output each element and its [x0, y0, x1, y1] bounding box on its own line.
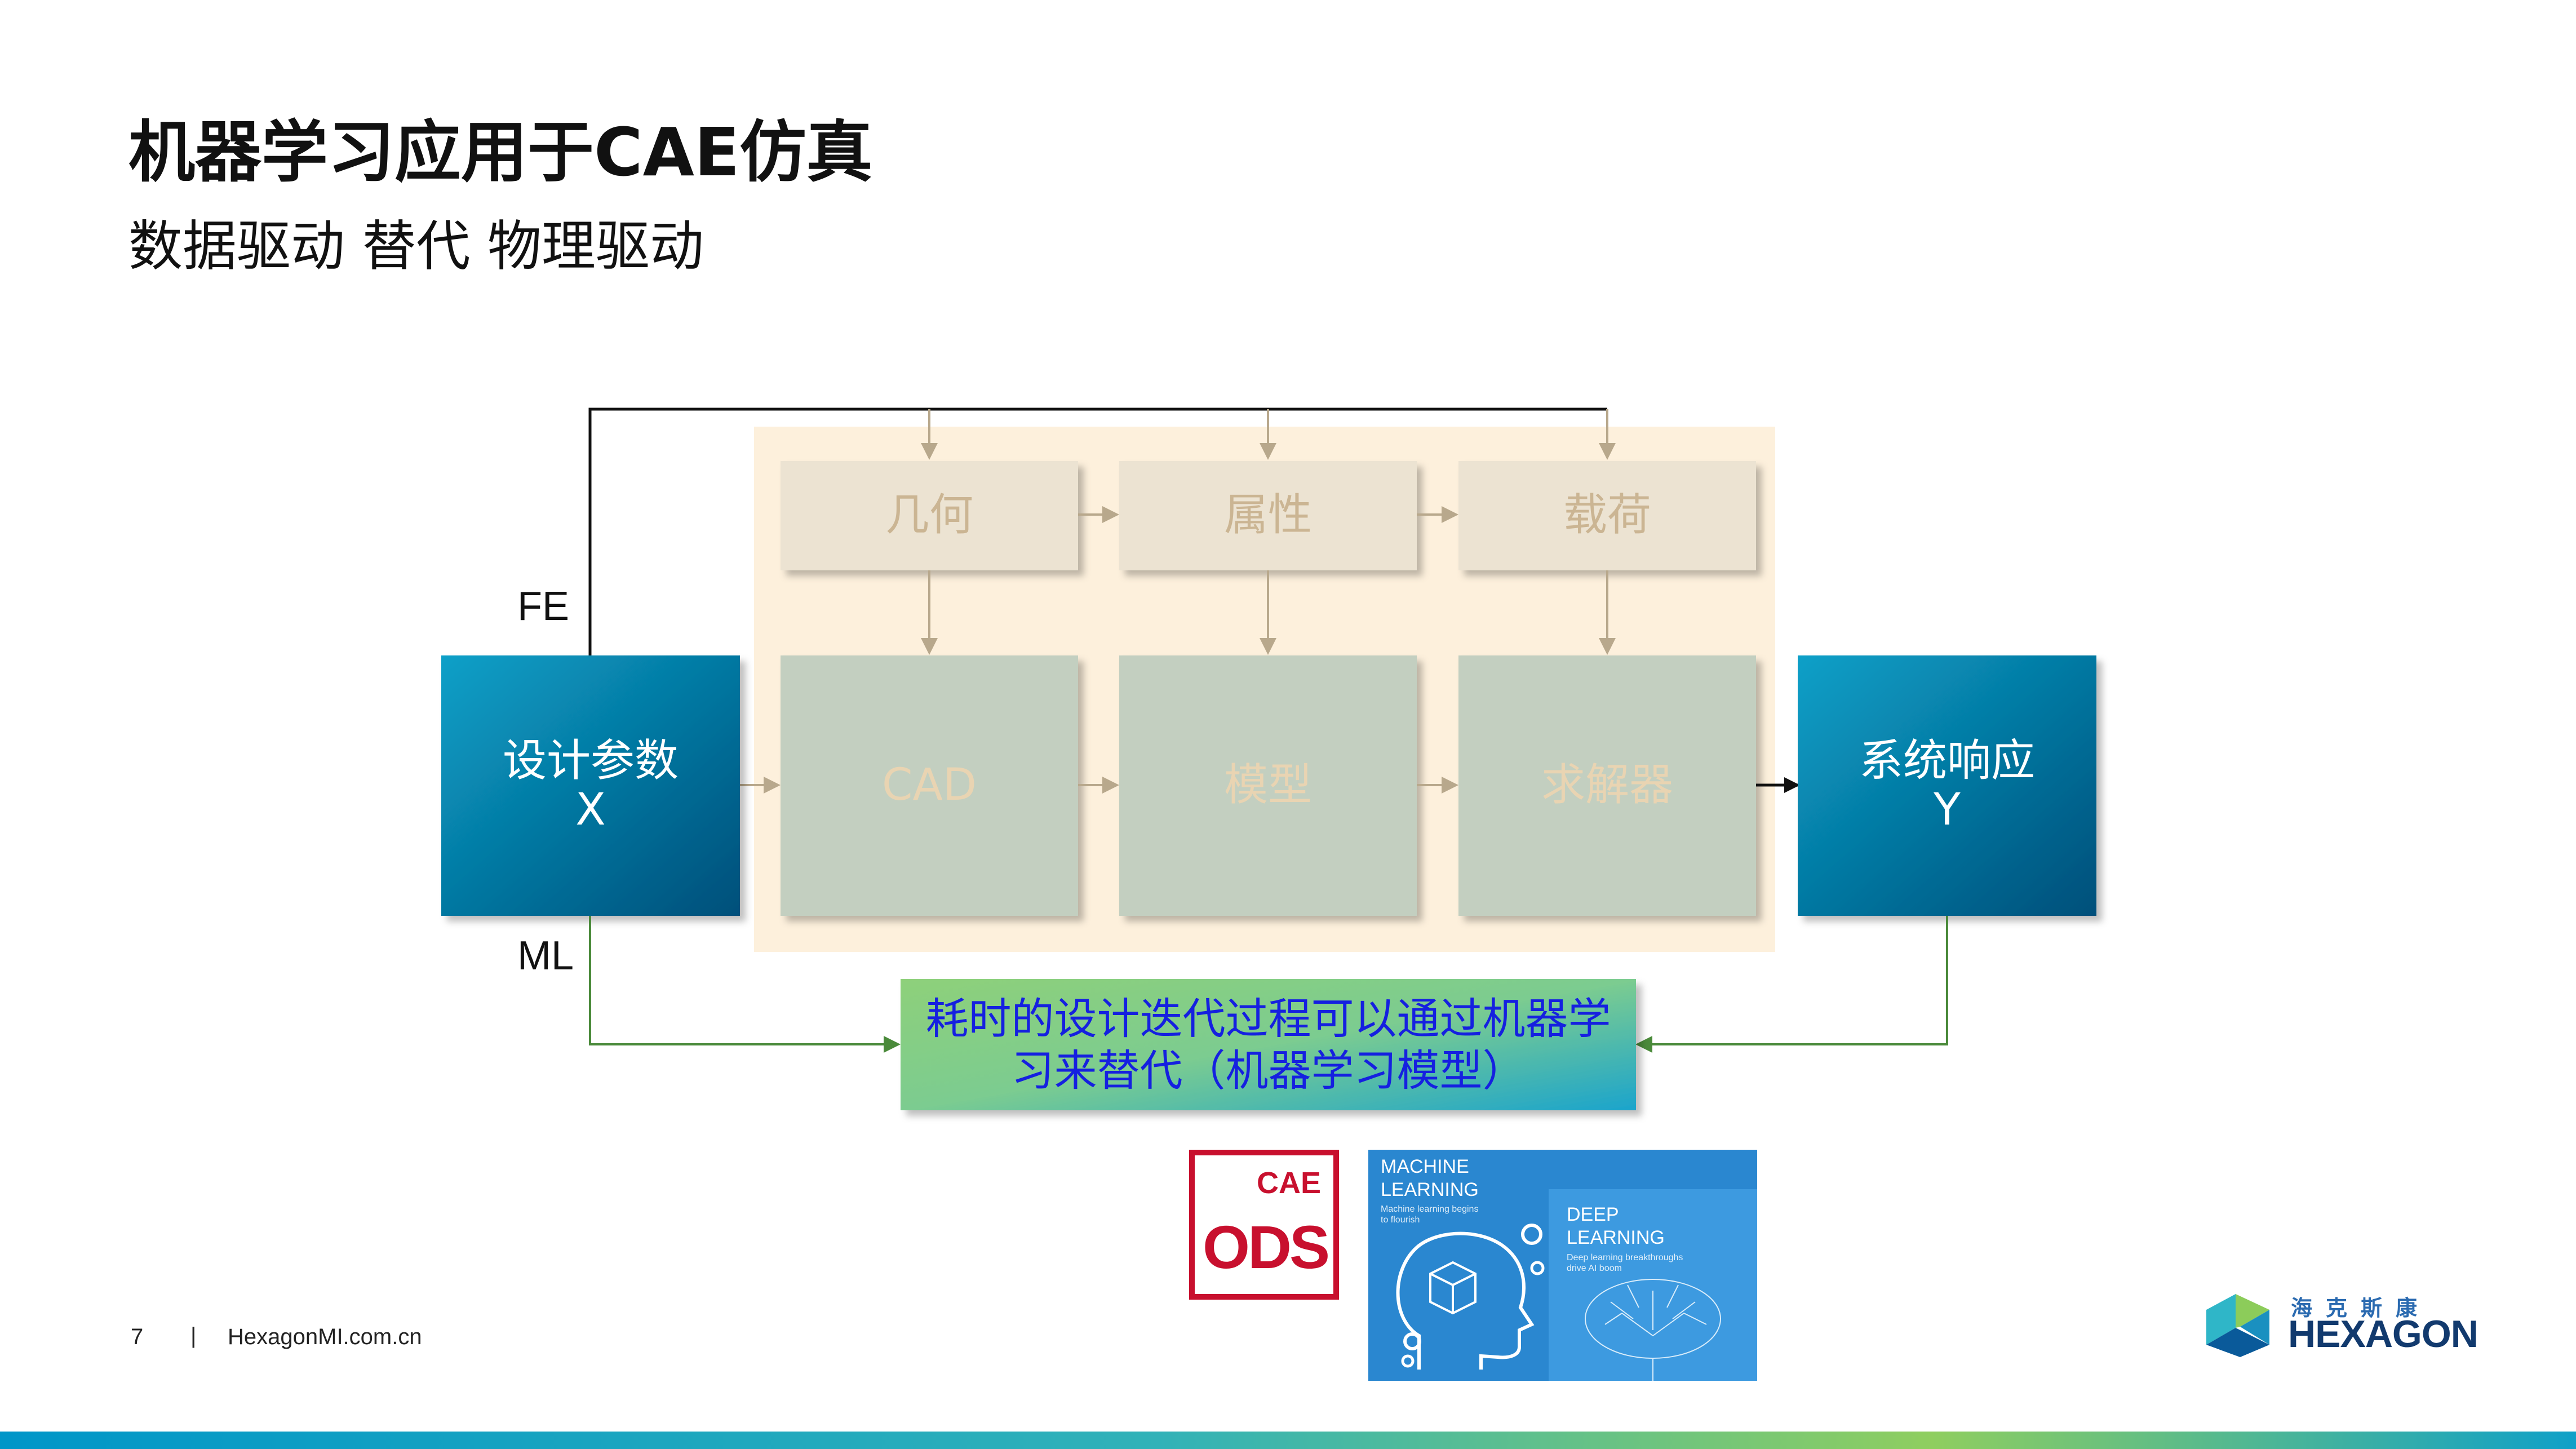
label-model: 模型: [1223, 760, 1312, 811]
fe-label: FE: [517, 584, 570, 629]
dl-title: DEEP LEARNING: [1567, 1203, 1665, 1249]
ml-dl-illustration: MACHINE LEARNING Machine learning begins…: [1368, 1150, 1757, 1381]
hexagon-logo: 海克斯康 HEXAGON: [2206, 1291, 2479, 1358]
slide-title: 机器学习应用于CAE仿真: [128, 113, 873, 191]
label-property: 属性: [1223, 490, 1312, 541]
slide-subtitle: 数据驱动 替代 物理驱动: [128, 215, 704, 278]
dl-subtitle: Deep learning breakthroughs drive AI boo…: [1567, 1252, 1683, 1274]
top-box-geometry: [781, 461, 1078, 570]
top-box-load: [1458, 461, 1756, 570]
ml-label: ML: [517, 933, 574, 978]
ml-path-left: [589, 916, 901, 1053]
dl-title-line1: DEEP: [1567, 1204, 1619, 1225]
input-box: [441, 655, 740, 916]
mid-box-cad: [781, 655, 1078, 916]
label-solver: 求解器: [1541, 760, 1673, 811]
input-label-line2: X: [575, 785, 606, 835]
input-label-line1: 设计参数: [502, 735, 679, 786]
label-geometry: 几何: [885, 490, 973, 541]
cae-ods-logo: CAE ODS: [1189, 1150, 1339, 1300]
label-load: 载荷: [1563, 490, 1651, 541]
ml-sub-line1: Machine learning begins: [1381, 1204, 1479, 1214]
output-label-line2: Y: [1934, 785, 1961, 835]
ml-path-right: [1635, 916, 1948, 1053]
ml-note-box: [901, 979, 1636, 1110]
top-box-property: [1119, 461, 1417, 570]
hexagon-logo-cn: 海克斯康: [2291, 1296, 2431, 1321]
hexagon-logo-mark: [2206, 1294, 2269, 1357]
label-cad: CAD: [882, 760, 977, 811]
output-label-line1: 系统响应: [1859, 735, 2035, 786]
output-box-label: 系统响应 Y: [1798, 655, 2096, 916]
ml-title-line1: MACHINE: [1381, 1156, 1469, 1177]
ml-title-line2: LEARNING: [1381, 1178, 1479, 1200]
ml-note-text: 耗时的设计迭代过程可以通过机器学 习来替代（机器学习模型）: [901, 979, 1636, 1110]
cae-logo-top: CAE: [1256, 1166, 1321, 1200]
page-number: 7: [131, 1324, 144, 1349]
dl-sub-line1: Deep learning breakthroughs: [1567, 1253, 1683, 1262]
dl-panel: [1549, 1189, 1757, 1381]
footer-website[interactable]: HexagonMI.com.cn: [228, 1324, 422, 1349]
bottom-color-bar: [0, 1432, 2576, 1449]
ml-subtitle: Machine learning begins to flourish: [1381, 1204, 1478, 1225]
ml-title: MACHINE LEARNING: [1381, 1155, 1479, 1202]
ml-note-line1: 耗时的设计迭代过程可以通过机器学: [925, 994, 1611, 1044]
hexagon-logo-en: HEXAGON: [2288, 1313, 2479, 1355]
mid-box-model: [1119, 655, 1417, 916]
mid-box-solver: [1458, 655, 1756, 916]
cae-logo-main: ODS: [1203, 1213, 1330, 1281]
ml-sub-line2: to flourish: [1381, 1215, 1420, 1225]
input-box-label: 设计参数 X: [441, 655, 740, 916]
head-brain-drawing: [1396, 1224, 1721, 1381]
output-box: [1798, 655, 2096, 916]
footer-separator: |: [190, 1323, 197, 1348]
dl-sub-line2: drive AI boom: [1567, 1264, 1622, 1274]
dl-title-line2: LEARNING: [1567, 1226, 1665, 1248]
ml-note-line2: 习来替代（机器学习模型）: [1011, 1045, 1526, 1096]
